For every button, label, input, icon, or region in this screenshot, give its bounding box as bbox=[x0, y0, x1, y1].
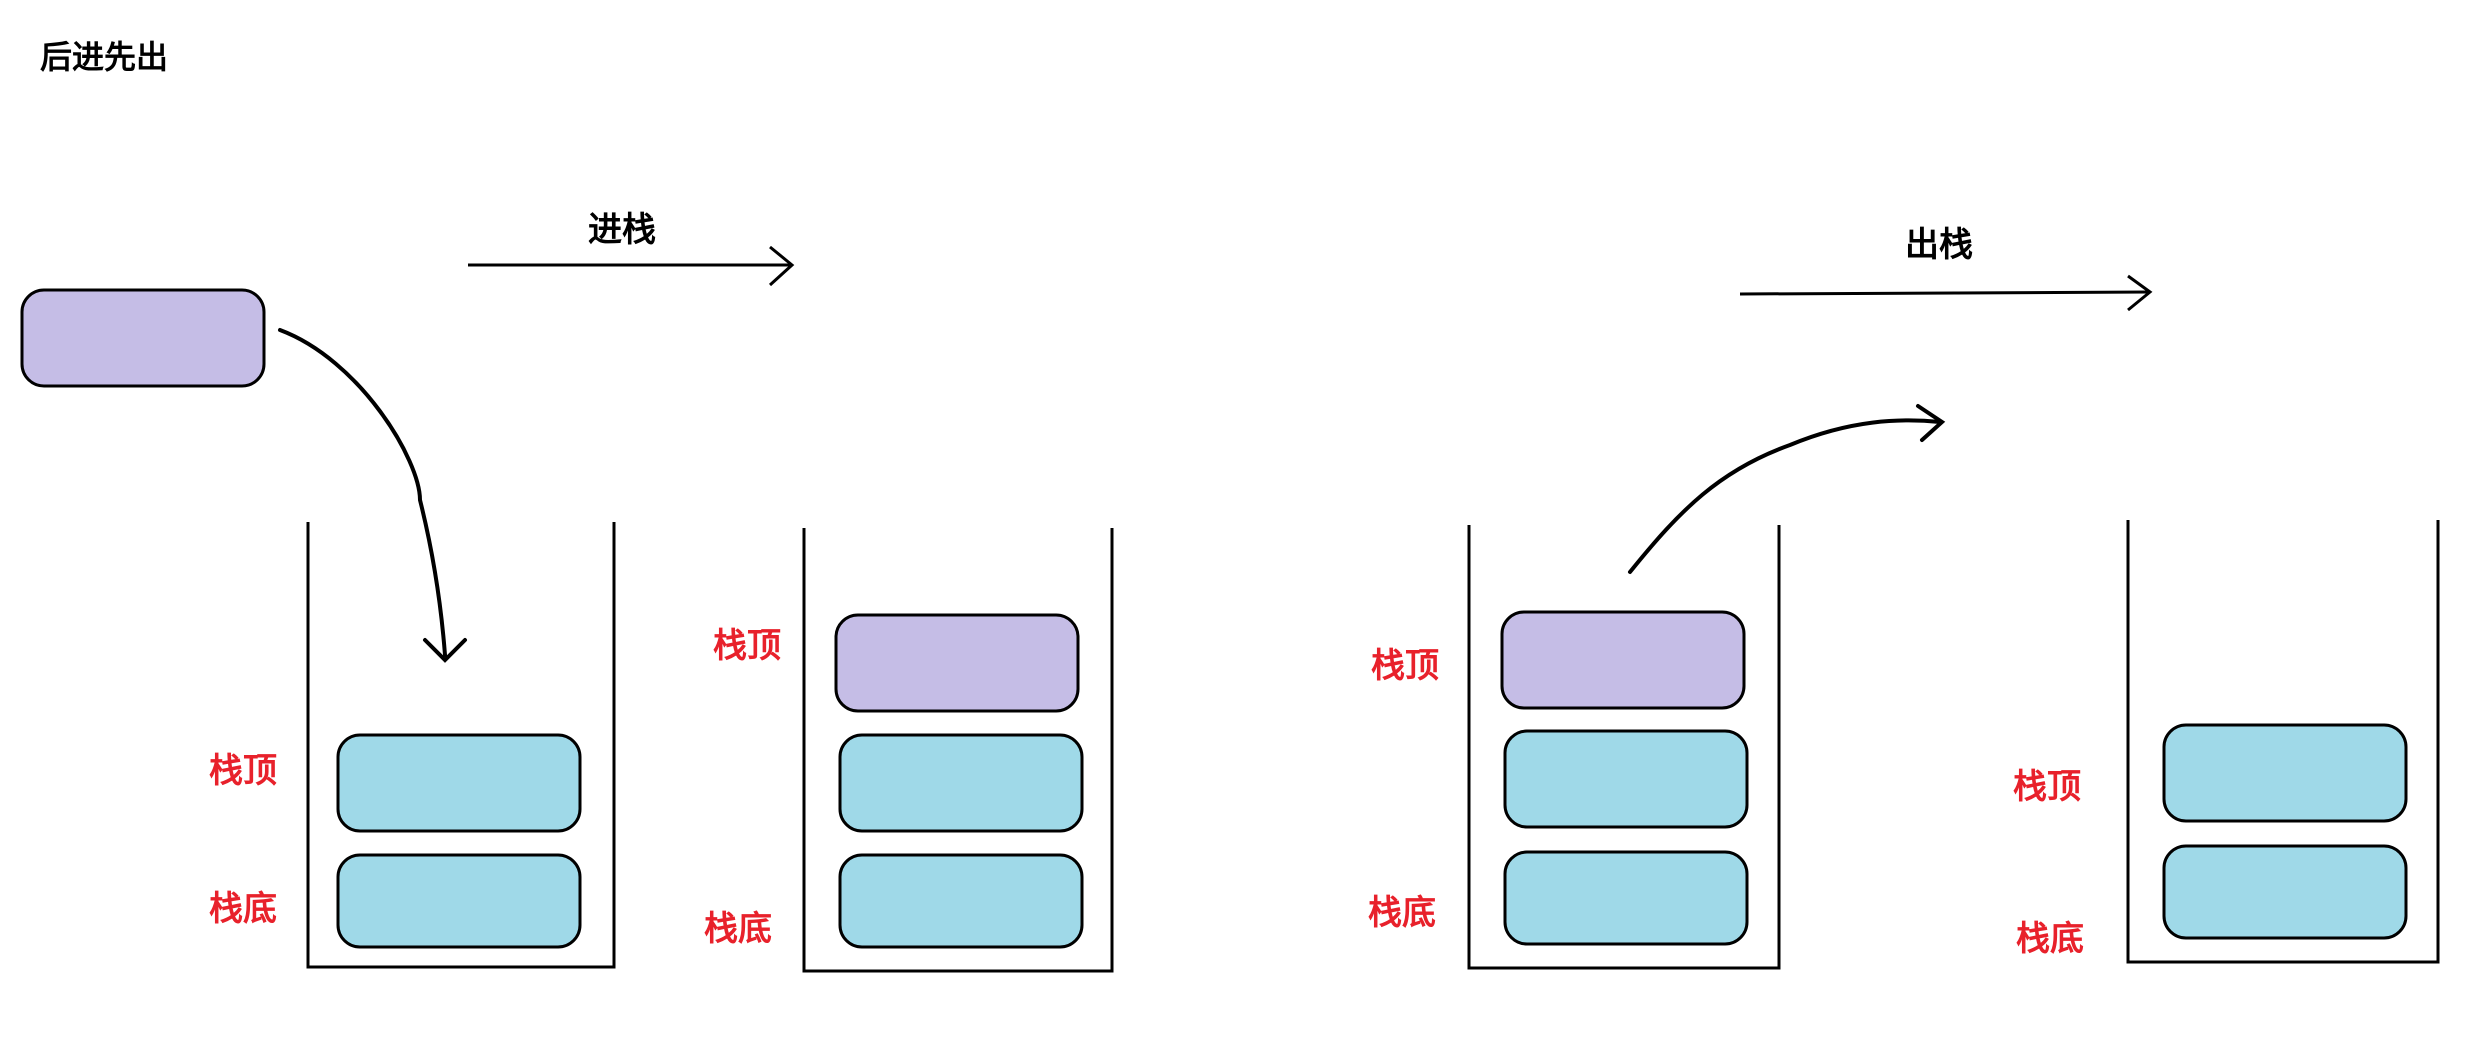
stack-element bbox=[2162, 723, 2408, 823]
stack-top-label: 栈顶 bbox=[2013, 767, 2081, 807]
stack-2 bbox=[802, 528, 1114, 973]
pop-curve-arrow bbox=[1628, 404, 1946, 574]
stack-bottom-label: 栈底 bbox=[209, 889, 277, 929]
stack-1 bbox=[306, 522, 616, 969]
stack-element bbox=[336, 733, 582, 833]
pop-arrow bbox=[1739, 274, 2153, 312]
stack-bottom-label: 栈底 bbox=[1368, 893, 1436, 933]
stack-3 bbox=[1467, 525, 1781, 970]
push-curve-arrow bbox=[278, 328, 467, 663]
pop-label: 出栈 bbox=[1905, 225, 1973, 265]
stack-top-label: 栈顶 bbox=[1371, 646, 1439, 686]
stack-element bbox=[1503, 729, 1749, 829]
stack-element bbox=[838, 733, 1084, 833]
stack-4 bbox=[2126, 520, 2440, 964]
stack-element bbox=[838, 853, 1084, 949]
stack-top-label: 栈顶 bbox=[713, 626, 781, 666]
stack-element bbox=[1503, 850, 1749, 946]
stack-bottom-label: 栈底 bbox=[2016, 919, 2084, 959]
stack-top-label: 栈顶 bbox=[209, 751, 277, 791]
stack-bottom-label: 栈底 bbox=[704, 909, 772, 949]
stack-element bbox=[336, 853, 582, 949]
push-arrow bbox=[468, 245, 795, 287]
push-label: 进栈 bbox=[588, 210, 656, 250]
incoming-element bbox=[20, 288, 266, 388]
diagram-title: 后进先出 bbox=[40, 38, 168, 76]
stack-element bbox=[2162, 844, 2408, 940]
pushed-element bbox=[834, 613, 1080, 713]
popping-element bbox=[1500, 610, 1746, 710]
